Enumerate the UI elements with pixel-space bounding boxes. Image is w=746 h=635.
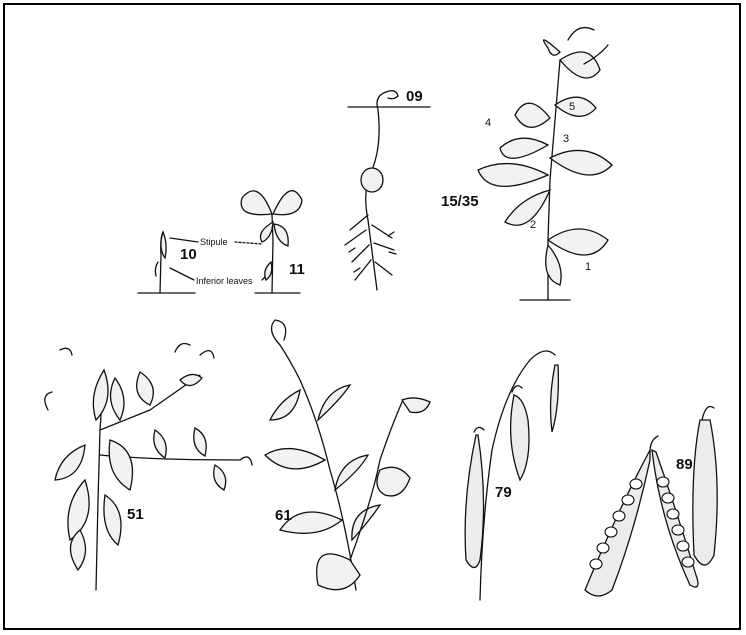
annotation-inferior-leaves: Inferior leaves	[196, 276, 253, 286]
stage-label-79: 79	[495, 484, 512, 501]
node-label-2: 2	[530, 219, 536, 231]
stage-label-89: 89	[676, 456, 693, 473]
annotation-stipule: Stipule	[200, 237, 228, 247]
stage-51-inflorescence	[45, 344, 252, 590]
stage-09-germination	[345, 91, 430, 290]
node-label-5: 5	[569, 101, 575, 113]
stage-61-flowering	[265, 320, 430, 590]
node-label-3: 3	[563, 133, 569, 145]
stage-15-35-leaf-development	[478, 28, 612, 300]
stage-label-11: 11	[289, 261, 305, 278]
node-label-4: 4	[485, 117, 491, 129]
stage-89-ripening	[585, 407, 717, 597]
node-label-1: 1	[585, 261, 591, 273]
stage-label-15-35: 15/35	[441, 193, 479, 210]
stage-79-pod-development	[465, 351, 558, 600]
stage-label-61: 61	[275, 507, 292, 524]
stage-label-09: 09	[406, 88, 423, 105]
stage-label-51: 51	[127, 506, 144, 523]
stage-label-10: 10	[180, 246, 197, 263]
